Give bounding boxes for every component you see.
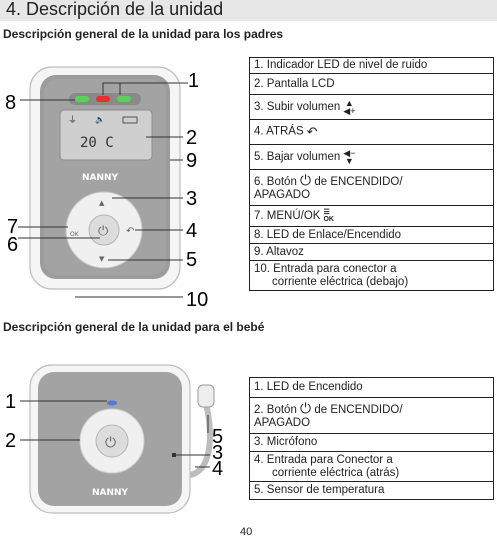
menu-ok-icon: ☰OK bbox=[323, 208, 334, 223]
item-label: 4. ATRÁS bbox=[254, 125, 304, 138]
table-row: 9. Altavoz bbox=[249, 243, 494, 261]
baby-unit-illustration: ⏻ NANNY 1 2 5 3 4 bbox=[5, 364, 223, 514]
table-row: 8. LED de Enlace/Encendido bbox=[249, 226, 494, 244]
power-icon: ⏻ bbox=[98, 224, 108, 239]
callout-lines bbox=[18, 82, 188, 298]
baby-unit-heading: Descripción general de la unidad para el… bbox=[3, 320, 265, 334]
brand-logo: NANNY bbox=[92, 488, 129, 498]
callout-1: 1 bbox=[188, 70, 199, 92]
callout-lines bbox=[20, 400, 210, 468]
callout-1: 1 bbox=[5, 391, 16, 413]
baby-feature-table: 1. LED de Encendido 2. Botón ⏻ de ENCEND… bbox=[249, 377, 494, 500]
callout-7: 7 bbox=[7, 216, 18, 238]
power-icon: ⏻ bbox=[300, 399, 312, 416]
volume-down-icon: ◀−▼ bbox=[343, 148, 356, 166]
callout-2: 2 bbox=[5, 430, 16, 452]
volume-up-pad-icon: ▲ bbox=[99, 199, 105, 207]
table-row: 4. ATRÁS↶ bbox=[249, 119, 494, 145]
item-label: de ENCENDIDO/ bbox=[314, 175, 403, 188]
power-cable bbox=[188, 399, 213, 478]
back-pad-icon: ↶ bbox=[126, 226, 134, 237]
callout-4: 4 bbox=[186, 220, 197, 242]
table-row: 5. Sensor de temperatura bbox=[249, 481, 494, 500]
noise-led-red-icon bbox=[96, 96, 110, 102]
link-led-green-icon bbox=[117, 96, 131, 102]
table-row: 7. MENÚ/OK☰OK bbox=[249, 205, 494, 227]
microphone-icon bbox=[172, 453, 176, 457]
page-number: 40 bbox=[240, 526, 253, 538]
table-row: 5. Bajar volumen◀−▼ bbox=[249, 144, 494, 170]
volume-down-pad-icon: ▼ bbox=[99, 255, 105, 263]
item-label: 2. Botón bbox=[254, 403, 297, 416]
table-row: 3. Micrófono bbox=[249, 433, 494, 452]
table-row: 2. Botón ⏻ de ENCENDIDO/APAGADO bbox=[249, 397, 494, 434]
parent-feature-table: 1. Indicador LED de nivel de ruido 2. Pa… bbox=[249, 57, 494, 291]
signal-icon: ⏚ bbox=[68, 115, 77, 126]
callout-5: 5 bbox=[186, 249, 197, 271]
baby-power-button bbox=[95, 424, 129, 458]
noise-led-green-icon bbox=[75, 96, 89, 102]
item-label: 7. MENÚ/OK bbox=[254, 210, 321, 223]
parent-unit-heading: Descripción general de la unidad para lo… bbox=[3, 27, 284, 41]
callout-8: 8 bbox=[5, 92, 16, 114]
ok-label: OK bbox=[323, 215, 334, 223]
item-label: 6. Botón bbox=[254, 175, 297, 188]
callout-5: 5 bbox=[212, 426, 223, 448]
lcd-screen bbox=[59, 109, 153, 161]
back-arrow-icon: ↶ bbox=[306, 124, 318, 140]
speaker-mute-icon: 🔈 bbox=[95, 115, 105, 124]
lcd-temperature: 20 C bbox=[80, 135, 114, 151]
table-row: 6. Botón ⏻ de ENCENDIDO/APAGADO bbox=[249, 169, 494, 206]
section-title: 4. Descripción de la unidad bbox=[6, 0, 224, 19]
item-label: 3. Subir volumen bbox=[254, 101, 341, 114]
callout-2: 2 bbox=[186, 127, 197, 149]
callout-3: 3 bbox=[212, 442, 223, 464]
item-label: APAGADO bbox=[254, 188, 311, 201]
callout-4: 4 bbox=[212, 458, 223, 480]
section-header-bar bbox=[0, 0, 497, 21]
menu-ok-pad-icon: OK bbox=[70, 231, 80, 238]
item-label: APAGADO bbox=[254, 416, 311, 429]
power-icon: ⏻ bbox=[105, 435, 116, 451]
item-label: corriente eléctrica (debajo) bbox=[272, 275, 409, 288]
callout-6: 6 bbox=[7, 234, 18, 256]
callout-3: 3 bbox=[186, 188, 197, 210]
item-label: corriente eléctrica (atrás) bbox=[272, 466, 400, 479]
item-label: de ENCENDIDO/ bbox=[314, 403, 403, 416]
temperature-sensor bbox=[197, 384, 215, 408]
callout-9: 9 bbox=[186, 150, 197, 172]
brand-logo: NANNY bbox=[82, 173, 119, 183]
table-row: 1. LED de Encendido bbox=[249, 377, 494, 398]
power-icon: ⏻ bbox=[300, 171, 312, 188]
item-label: 4. Entrada para Conector a bbox=[254, 453, 393, 466]
table-row: 3. Subir volumen▲◀+ bbox=[249, 94, 494, 120]
parent-unit-illustration: ⏚ 🔈 20 C NANNY ⏻ ▲ ▼ ↶ OK 1 2 9 3 4 5 10… bbox=[5, 66, 208, 310]
battery-icon bbox=[122, 116, 138, 124]
power-led-icon bbox=[107, 400, 117, 406]
item-label: 5. Bajar volumen bbox=[254, 151, 341, 164]
callout-10: 10 bbox=[186, 289, 208, 310]
table-row: 2. Pantalla LCD bbox=[249, 73, 494, 95]
volume-up-icon: ▲◀+ bbox=[343, 98, 356, 116]
table-row: 1. Indicador LED de nivel de ruido bbox=[249, 57, 494, 74]
item-label: 10. Entrada para conector a bbox=[254, 262, 397, 275]
